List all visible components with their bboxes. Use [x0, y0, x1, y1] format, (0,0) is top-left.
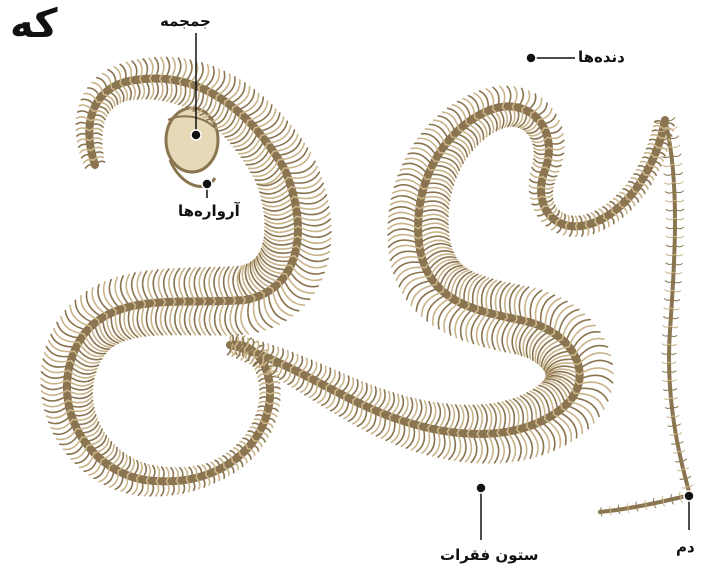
rib [121, 276, 131, 307]
rib [57, 323, 81, 339]
rib [636, 502, 637, 507]
jaws-label: آرواره‌ها [178, 204, 240, 219]
ribs-group [41, 58, 693, 516]
rib [482, 434, 487, 463]
rib [610, 507, 611, 511]
rib [663, 380, 670, 381]
rib [517, 430, 527, 460]
jaws-marker [202, 179, 212, 189]
rib [579, 382, 611, 392]
rib [545, 379, 572, 398]
rib [601, 508, 602, 512]
rib [68, 375, 94, 382]
rib [265, 216, 298, 224]
rib [151, 303, 158, 335]
rib [669, 353, 676, 354]
rib [54, 329, 79, 343]
rib [669, 344, 676, 345]
rib [438, 404, 446, 430]
rib [477, 434, 482, 463]
rib [393, 190, 421, 199]
rib [572, 398, 599, 417]
rib [662, 362, 669, 363]
rib [580, 368, 613, 374]
rib [419, 236, 450, 243]
spine-label: ستون فقرات [440, 548, 538, 563]
rib [390, 251, 420, 260]
skull-marker [191, 130, 201, 140]
rib [160, 302, 167, 335]
rib [575, 216, 577, 226]
tail-label: دم [676, 540, 695, 555]
rib [579, 375, 612, 383]
rib [260, 392, 270, 394]
rib [61, 317, 84, 334]
rib [43, 359, 69, 367]
rib [422, 428, 429, 453]
rib [270, 393, 280, 395]
rib [156, 302, 163, 334]
rib [295, 195, 327, 204]
rib [662, 344, 669, 345]
rib [669, 371, 676, 372]
rib [296, 251, 329, 261]
rib [512, 431, 521, 461]
rib [270, 387, 280, 389]
ribs-label: دنده‌ها [578, 50, 625, 65]
snake-skeleton [67, 78, 690, 512]
rib [70, 305, 91, 326]
rib [406, 424, 414, 448]
rib [396, 179, 423, 189]
rib [662, 371, 669, 372]
rib [569, 402, 594, 423]
rib [442, 404, 449, 431]
rib [433, 403, 441, 429]
rib [618, 505, 619, 509]
skull-shape [166, 108, 218, 186]
rib [241, 300, 249, 334]
rib [256, 258, 281, 281]
rib [65, 311, 87, 330]
spine-marker [476, 483, 486, 493]
rib [578, 353, 610, 365]
ribs-marker [526, 53, 536, 63]
rib [412, 425, 420, 450]
skull-label: جمجمه [160, 14, 211, 29]
rib [519, 287, 528, 320]
rib [669, 362, 676, 363]
rib [388, 223, 418, 228]
rib [419, 210, 448, 217]
rib [296, 201, 328, 209]
rib [627, 504, 628, 508]
rib [294, 189, 325, 199]
rib [126, 274, 135, 305]
tail-marker [684, 491, 694, 501]
rib [394, 185, 422, 194]
rib [575, 393, 604, 409]
rib [662, 353, 669, 354]
rib [576, 226, 578, 236]
rib [265, 231, 298, 237]
rib [417, 427, 425, 452]
